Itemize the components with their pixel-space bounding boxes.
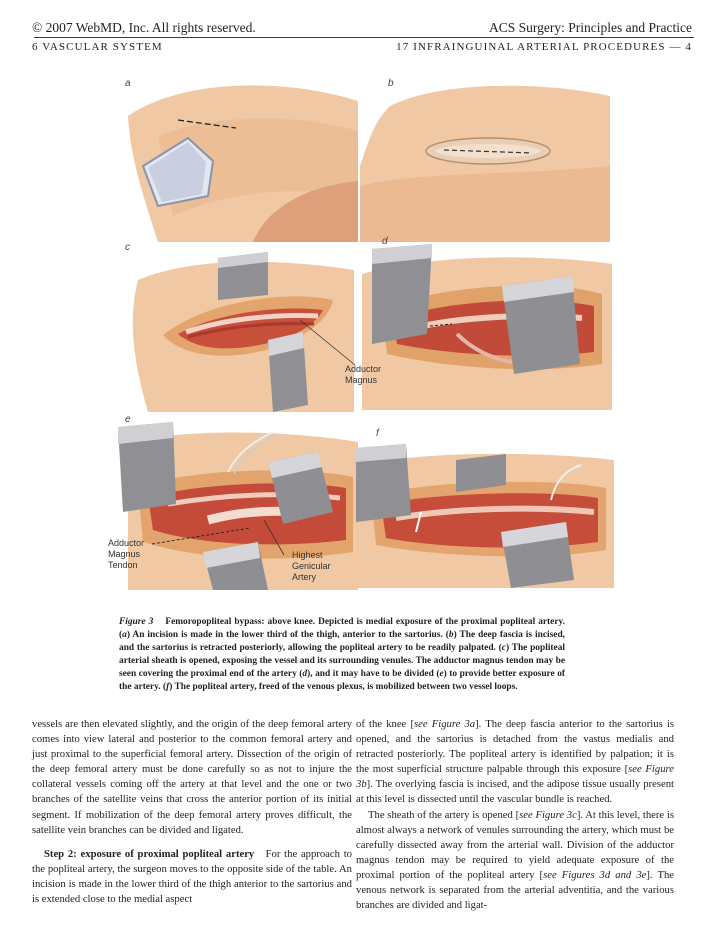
panel-a-illustration [128,85,358,242]
panel-f-illustration [356,444,614,588]
panel-f: f [356,428,614,588]
body-column-left: vessels are then elevated slightly, and … [32,717,352,907]
figure-reference: see Figure 3a [413,719,476,730]
callout-adductor-magnus-tendon: Adductor Magnus Tendon [108,538,145,570]
paragraph: vessels are then elevated slightly, and … [32,719,352,836]
paragraph: The sheath of the artery is opened [see … [356,809,675,912]
panel-c: c [118,240,354,412]
paragraph-step-2: Step 2: exposure of proximal popliteal a… [32,848,353,906]
copyright-notice: © 2007 WebMD, Inc. All rights reserved. [32,20,256,35]
panel-label-b: b [388,78,394,89]
figure-reference: see Figure 3c [519,809,577,821]
panel-e: e [118,412,358,590]
panel-label-c: c [125,242,130,253]
section-title: 6 VASCULAR SYSTEM [32,41,163,53]
figure-reference: see Figure 3b [356,764,674,791]
panel-e-illustration [118,422,358,590]
panel-label-e: e [125,414,131,425]
step-heading: Step 2: exposure of proximal popliteal a… [44,848,255,860]
paragraph: of the knee [see Figure 3a]. The deep fa… [356,719,674,806]
panel-d-illustration [362,244,612,410]
caption-title: Femoropopliteal bypass: above knee. Depi… [165,617,566,627]
body-column-right: of the knee [see Figure 3a]. The deep fa… [356,717,674,913]
figure-label: Figure 3 [119,617,154,627]
panel-label-a: a [125,78,131,89]
book-title: ACS Surgery: Principles and Practice [489,20,692,35]
header-rule [34,37,694,38]
callout-adductor-magnus: Adductor Magnus [345,364,382,385]
figure-caption: Figure 3 Femoropopliteal bypass: above k… [119,617,566,693]
panel-b-illustration [360,85,610,242]
panel-label-d: d [382,236,388,247]
panel-c-illustration [132,252,354,412]
figure-reference: see Figures 3d and 3e [543,869,647,881]
panel-a: a [118,76,358,242]
callout-highest-genicular-artery: Highest Genicular Artery [292,550,331,582]
panel-label-f: f [376,428,379,439]
chapter-title: 17 INFRAINGUINAL ARTERIAL PROCEDURES — 4 [396,41,692,53]
panel-d: d [362,234,612,410]
panel-b: b [360,76,610,242]
